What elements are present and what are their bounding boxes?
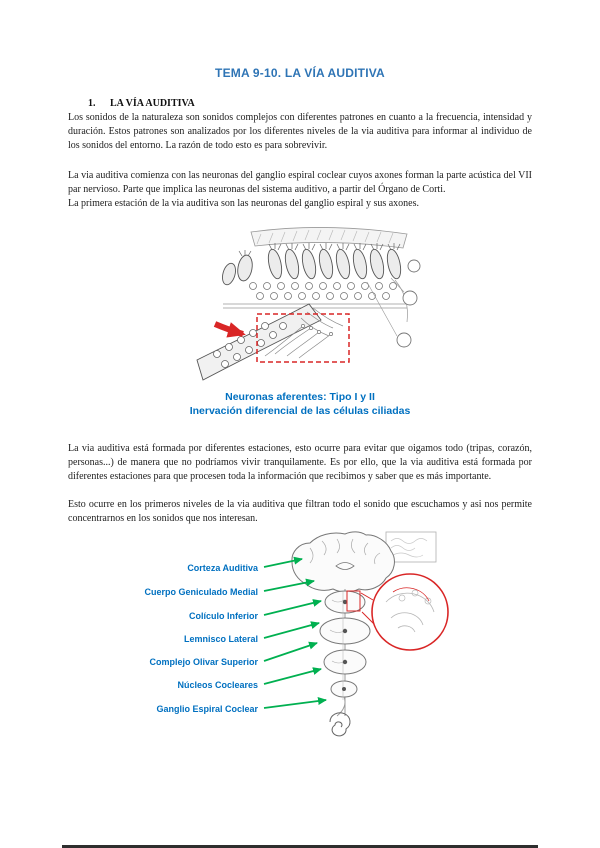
pathway-label-complejo-olivar-superior: Complejo Olivar Superior — [149, 657, 258, 667]
supporting-cells — [249, 282, 397, 300]
brainstem-chain — [319, 589, 371, 737]
paragraph-3: La primera estación de la via auditiva s… — [68, 198, 420, 209]
green-arrow-icon — [263, 578, 315, 592]
green-arrow-icon — [263, 641, 318, 662]
page-title: TEMA 9-10. LA VÍA AUDITIVA — [215, 66, 385, 80]
pathway-label-lemnisco-lateral: Lemnisco Lateral — [183, 634, 258, 644]
paragraph-2: La via auditiva comienza con las neurona… — [68, 170, 532, 195]
green-arrow-icon — [263, 556, 303, 568]
green-arrow-icon — [263, 697, 327, 709]
section-number: 1. — [88, 98, 96, 109]
green-arrow-icon — [263, 599, 322, 616]
auditory-pathway-figure: Corteza Auditiva Cuerpo Geniculado Media… — [140, 530, 460, 745]
red-arrow-icon — [213, 321, 246, 338]
pathway-label-corteza-auditiva: Corteza Auditiva — [187, 563, 258, 573]
organ-of-corti-figure — [195, 222, 421, 386]
cochlea-spiral — [329, 712, 351, 737]
ganglion-cells — [213, 322, 287, 368]
auditory-pathway-illustration — [263, 531, 449, 737]
figure1-caption-line2: Inervación diferencial de las células ci… — [189, 405, 411, 417]
paragraph-4: La via auditiva está formada por diferen… — [68, 443, 532, 482]
pathway-label-ganglio-espiral-coclear: Ganglio Espiral Coclear — [156, 704, 258, 714]
highlight-dashed-box — [256, 313, 350, 363]
green-arrow-icon — [263, 667, 322, 685]
pathway-label-cuerpo-geniculado-medial: Cuerpo Geniculado Medial — [144, 587, 258, 597]
next-page-edge — [62, 845, 538, 848]
organ-of-corti-illustration — [196, 227, 421, 381]
hair-cells — [222, 248, 402, 286]
green-arrows — [263, 556, 327, 709]
magnifier-circle — [346, 573, 449, 651]
pathway-label-coliculo-inferior: Colículo Inferior — [188, 611, 258, 621]
pathway-label-nucleos-cocleares: Núcleos Cocleares — [177, 680, 258, 690]
section-title: LA VÍA AUDITIVA — [110, 98, 195, 109]
paragraph-5: Esto ocurre en los primeros niveles de l… — [68, 499, 532, 524]
figure1-caption: Neuronas aferentes: Tipo I y II Inervaci… — [0, 390, 600, 418]
section-heading: 1. LA VÍA AUDITIVA — [88, 98, 195, 109]
green-arrow-icon — [263, 621, 320, 639]
paragraph-1: Los sonidos de la naturaleza son sonidos… — [68, 112, 532, 151]
figure1-caption-line1: Neuronas aferentes: Tipo I y II — [225, 391, 375, 403]
